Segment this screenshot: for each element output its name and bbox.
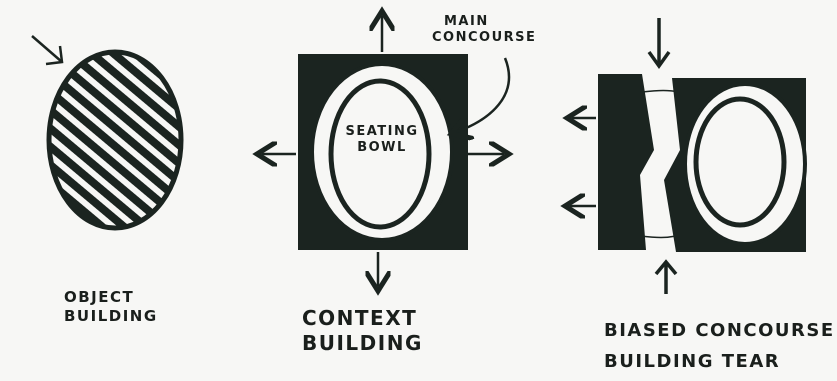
callout-line-1: MAIN [444, 14, 489, 29]
biased-ring [683, 82, 807, 246]
torn-slab-left [598, 74, 654, 250]
biased-bowl [693, 96, 787, 228]
main-concourse-callout-label: MAIN CONCOURSE [432, 14, 536, 47]
tear-gap-lines [639, 89, 681, 239]
callout-line-2: CONCOURSE [432, 30, 537, 46]
caption-line-2: BUILDING [302, 331, 423, 355]
caption-line-2: BUILDING TEAR [604, 350, 781, 372]
compress-arrow-top-head [647, 50, 671, 70]
pointer-arrow-head [45, 45, 64, 66]
inner-label-line-2: BOWL [357, 140, 407, 156]
concourse-callout-line [456, 57, 511, 132]
object-building-shape [46, 49, 184, 231]
object-building-sketch [31, 35, 184, 231]
caption-line-2: BUILDING [64, 306, 158, 325]
seating-bowl-label: SEATING BOWL [342, 124, 422, 157]
inner-label-line-1: SEATING [345, 124, 419, 139]
context-building-sketch [262, 16, 509, 286]
object-building-caption: OBJECT BUILDING [64, 288, 158, 326]
caption-line-1: CONTEXT [302, 306, 418, 330]
compress-arrow-bottom-head [654, 259, 678, 276]
context-building-caption: CONTEXT BUILDING [302, 306, 423, 356]
pointer-arrow [31, 35, 63, 63]
seating-bowl [328, 78, 432, 230]
caption-line-1: BIASED CONCOURSE [604, 320, 835, 341]
biased-concourse-sketch [570, 18, 807, 294]
biased-concourse-caption: BIASED CONCOURSE BUILDING TEAR [604, 316, 835, 377]
caption-line-1: OBJECT [64, 288, 135, 306]
